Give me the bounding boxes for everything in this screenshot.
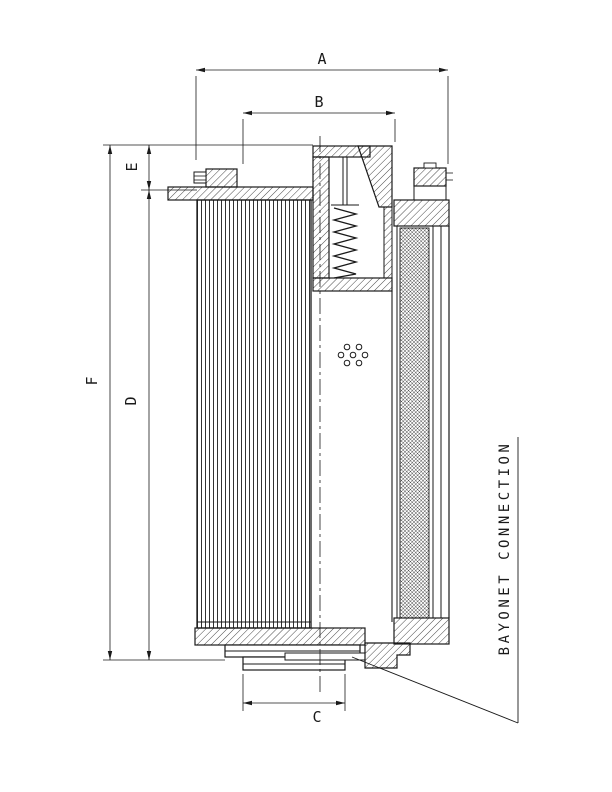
top-end-cap	[167, 168, 314, 201]
lug-body	[364, 642, 411, 669]
valve-bottom-bar	[312, 277, 393, 292]
pleated-media	[196, 199, 312, 629]
arrowhead	[386, 110, 395, 116]
dim-d-label: D	[122, 396, 140, 405]
dim-a-label: A	[317, 50, 326, 68]
vertical-dimension-extensions	[103, 144, 313, 661]
dim-e-label: E	[123, 162, 141, 171]
dim-b-label: B	[314, 93, 323, 111]
hole	[361, 351, 369, 359]
inner-support-tube	[391, 226, 398, 622]
spring	[331, 207, 359, 279]
dimension-d: D	[122, 190, 152, 660]
arrowhead	[146, 651, 152, 660]
arrowhead	[243, 700, 252, 706]
hole	[355, 343, 363, 351]
mesh-screen	[399, 227, 430, 619]
mesh-area	[399, 227, 430, 619]
bayonet-lug-top-right	[413, 162, 453, 200]
lug-pin	[193, 171, 207, 184]
dimension-e: E	[123, 145, 152, 190]
arrowhead	[146, 145, 152, 154]
lug-body	[413, 167, 447, 187]
leader-line	[351, 656, 519, 724]
hole	[355, 359, 363, 367]
dimension-b: B	[242, 93, 396, 164]
bayonet-lug-bottom	[284, 642, 411, 669]
hole	[343, 359, 351, 367]
top-cap-disc	[167, 186, 314, 201]
arrowhead	[146, 181, 152, 190]
arrowhead	[439, 67, 448, 73]
hole	[337, 351, 345, 359]
arrowhead	[196, 67, 205, 73]
dimension-c: C	[242, 674, 346, 726]
outer-shell	[393, 162, 453, 645]
arrowhead	[336, 700, 345, 706]
bayonet-connection-label: BAYONET CONNECTION	[497, 441, 513, 656]
dim-f-label: F	[83, 376, 101, 385]
bottom-end-cap	[194, 627, 411, 671]
valve-right-wall	[383, 206, 393, 279]
lug-body	[205, 168, 238, 188]
bayonet-annotation: BAYONET CONNECTION	[351, 437, 519, 724]
hole	[343, 343, 351, 351]
perforation-holes	[337, 343, 369, 367]
arrowhead	[107, 145, 113, 154]
bypass-valve	[312, 145, 393, 292]
pleat-pack	[196, 199, 312, 629]
dim-c-label: C	[312, 708, 321, 726]
bayonet-slot-bar	[284, 652, 366, 661]
arrowhead	[243, 110, 252, 116]
arrowhead	[107, 651, 113, 660]
bottom-cap-disc	[194, 627, 366, 646]
dimension-f: F	[83, 145, 113, 660]
arrowhead	[146, 190, 152, 199]
shell-top-block	[393, 199, 450, 227]
hole	[349, 351, 357, 359]
dimension-a: A	[195, 50, 449, 164]
bayonet-lug-top-left	[193, 168, 238, 188]
lug-pin	[423, 162, 437, 169]
shell-bottom-block	[393, 617, 450, 645]
valve-left-wall	[312, 156, 330, 279]
